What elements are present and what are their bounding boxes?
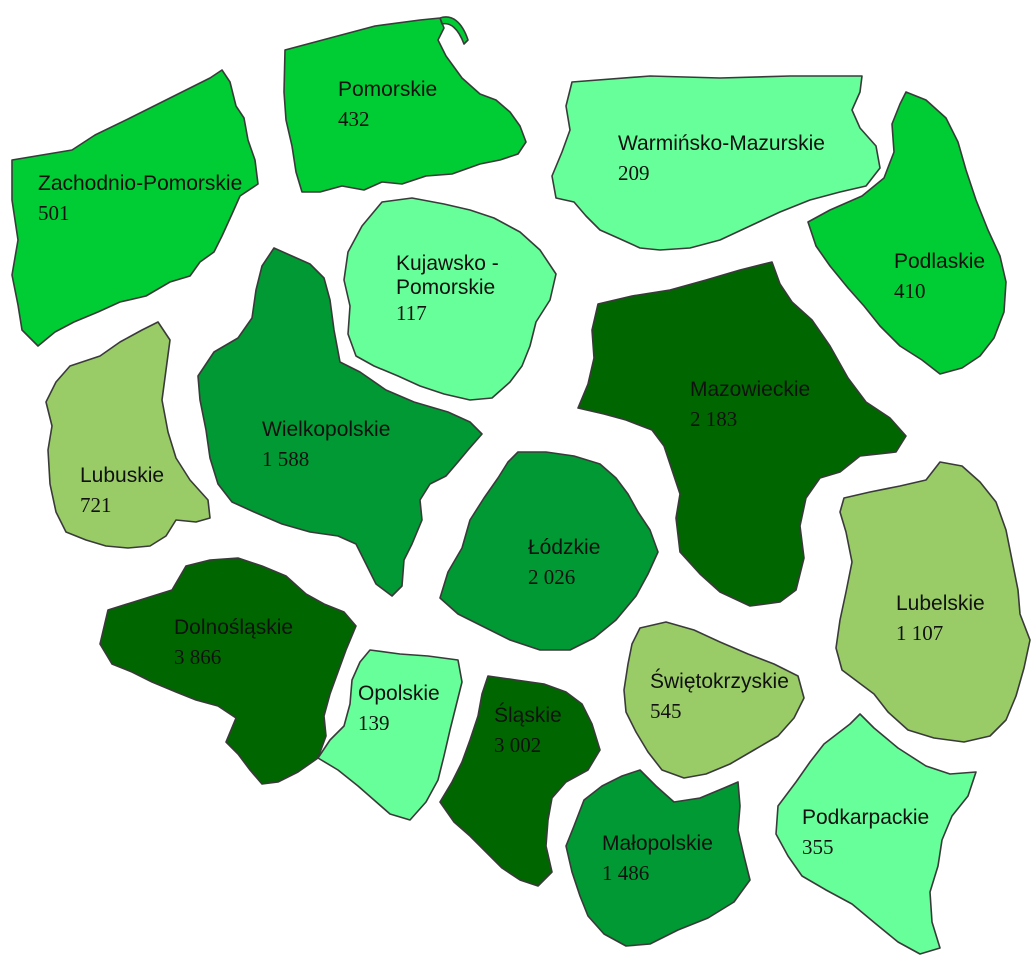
region-shape[interactable] [11, 69, 259, 347]
region-label-value: 1 107 [896, 621, 943, 645]
region-label-value: 432 [338, 107, 370, 131]
region-shape[interactable] [565, 769, 751, 947]
region-label-name: Zachodnio-Pomorskie [38, 172, 242, 195]
region-label-name: Kujawsko - Pomorskie [396, 252, 505, 299]
region-lubelskie[interactable]: Lubelskie 1 107 [835, 461, 1031, 743]
region-shape[interactable] [343, 197, 557, 401]
region-pomorskie[interactable]: Pomorskie 432 [283, 16, 527, 193]
region-zachodnio-pomorskie[interactable]: Zachodnio-Pomorskie 501 [11, 69, 259, 347]
region-label-name: Dolnośląskie [174, 616, 293, 639]
region-label-name: Podlaskie [894, 250, 985, 273]
region-label-value: 209 [618, 161, 650, 185]
region-shape[interactable] [197, 247, 483, 597]
region-shape[interactable] [45, 321, 211, 549]
region-shape[interactable] [317, 649, 463, 821]
region-shape[interactable] [439, 675, 601, 887]
region-shape[interactable] [577, 261, 907, 607]
region-dolnoslaskie[interactable]: Dolnośląskie 3 866 [99, 557, 357, 785]
region-label-value: 1 588 [262, 447, 309, 471]
region-shape[interactable] [835, 461, 1031, 743]
region-label-value: 3 866 [174, 645, 221, 669]
region-label-name: Mazowieckie [690, 378, 810, 401]
region-warminsko-mazurskie[interactable]: Warmińsko-Mazurskie 209 [551, 75, 881, 251]
region-label-value: 2 183 [690, 407, 737, 431]
region-slaskie[interactable]: Śląskie 3 002 [439, 675, 601, 887]
region-lodzkie[interactable]: Łódzkie 2 026 [439, 451, 659, 651]
region-swietokrzyskie[interactable]: Świętokrzyskie 545 [623, 621, 805, 779]
region-lubuskie[interactable]: Lubuskie 721 [45, 321, 211, 549]
region-label-name: Lubuskie [80, 464, 164, 487]
region-label-value: 3 002 [494, 733, 541, 757]
region-label-value: 410 [894, 279, 926, 303]
region-label-value: 545 [650, 699, 682, 723]
region-label-name: Pomorskie [338, 78, 437, 101]
region-label-name: Podkarpackie [802, 806, 929, 829]
region-label-name: Małopolskie [602, 832, 713, 855]
region-label-name: Lubelskie [896, 592, 985, 615]
region-shape[interactable] [623, 621, 805, 779]
region-label-value: 1 486 [602, 861, 649, 885]
region-wielkopolskie[interactable]: Wielkopolskie 1 588 [197, 247, 483, 597]
region-malopolskie[interactable]: Małopolskie 1 486 [565, 769, 751, 947]
region-shape[interactable] [283, 16, 527, 193]
region-label-name: Wielkopolskie [262, 418, 390, 441]
region-label-value: 2 026 [528, 565, 575, 589]
region-podkarpackie[interactable]: Podkarpackie 355 [775, 713, 977, 955]
region-mazowieckie[interactable]: Mazowieckie 2 183 [577, 261, 907, 607]
region-label-value: 139 [358, 711, 390, 735]
region-opolskie[interactable]: Opolskie 139 [317, 649, 463, 821]
region-label-value: 355 [802, 835, 834, 859]
region-label-name: Warmińsko-Mazurskie [618, 132, 825, 155]
region-label-value: 117 [396, 301, 427, 325]
region-shape[interactable] [551, 75, 881, 251]
region-shape[interactable] [99, 557, 357, 785]
region-label-name: Świętokrzyskie [650, 669, 789, 693]
region-label-name: Łódzkie [528, 536, 600, 559]
region-label-value: 721 [80, 493, 112, 517]
region-shape[interactable] [775, 713, 977, 955]
region-label-name: Śląskie [494, 703, 562, 727]
region-label-value: 501 [38, 201, 70, 225]
region-shape[interactable] [807, 91, 1007, 375]
region-label-name: Opolskie [358, 682, 440, 705]
region-shape[interactable] [439, 451, 659, 651]
region-podlaskie[interactable]: Podlaskie 410 [807, 91, 1007, 375]
region-kujawsko-pomorskie[interactable]: Kujawsko - Pomorskie 117 [343, 197, 557, 401]
